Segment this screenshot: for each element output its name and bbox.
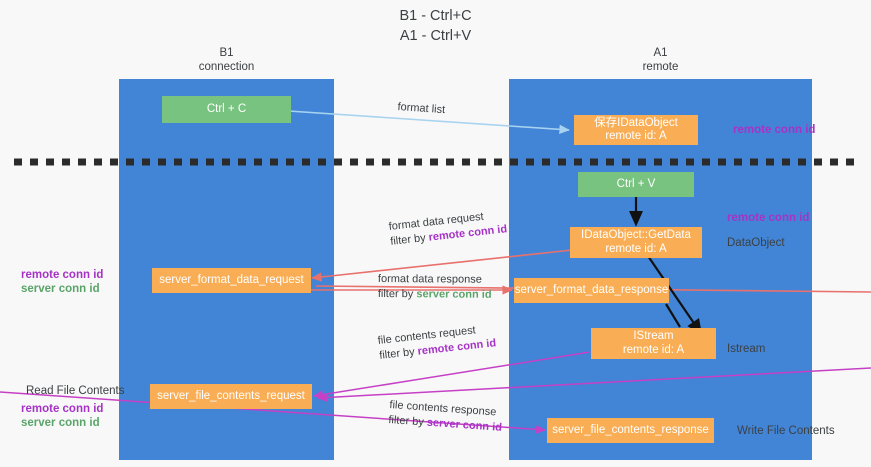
box-ctrl-c[interactable]: Ctrl + C: [162, 96, 291, 123]
note-right-write-file-contents: Write File Contents: [737, 425, 835, 437]
fcres-l2-prefix: filter by: [388, 413, 428, 429]
box-server-format-data-response[interactable]: server_format_data_response: [514, 278, 669, 303]
box-istream-line2: remote id: A: [622, 343, 685, 356]
arrow-istream-connector: [665, 303, 681, 328]
box-file-resp-label: server_file_contents_response: [552, 423, 709, 436]
fdres-l2-key: server conn id: [416, 288, 492, 301]
box-fmt-resp-label: server_format_data_response: [514, 283, 669, 296]
note-left-remote-conn-id: remote conn id: [21, 269, 104, 281]
fdres-l1: format data response: [377, 272, 482, 286]
arrow-file-contents-response: [0, 391, 546, 434]
note-right-remote-conn-id-top: remote conn id: [733, 124, 816, 136]
note-right-remote-conn-id-mid: remote conn id: [727, 212, 810, 224]
box-save-idataobject[interactable]: 保存IDataObject remote id: A: [574, 115, 698, 145]
box-save-idataobject-line2: remote id: A: [605, 130, 667, 142]
arrow-label-format-data-response: format data response filter by server co…: [378, 272, 492, 303]
note-left-remote-conn-id-2: remote conn id: [21, 403, 104, 415]
box-save-idataobject-line1: 保存IDataObject: [594, 116, 678, 129]
box-getdata-line2: remote id: A: [605, 242, 667, 255]
box-fmt-req-label: server_format_data_request: [159, 273, 304, 286]
box-ctrl-v-label: Ctrl + V: [616, 177, 656, 190]
fcres-l2-key: server conn id: [426, 416, 503, 434]
box-file-req-label: server_file_contents_request: [157, 389, 305, 402]
box-server-format-data-request[interactable]: server_format_data_request: [152, 268, 311, 293]
arrow-label-format-list-text: format list: [397, 100, 446, 117]
fdres-l2-prefix: filter by: [377, 287, 417, 301]
box-server-file-contents-request[interactable]: server_file_contents_request: [150, 384, 312, 409]
lane-a1-heading: A1 remote: [642, 47, 679, 73]
fdreq-l2-prefix: filter by: [389, 231, 430, 248]
diagram-title: B1 - Ctrl+C A1 - Ctrl+V: [399, 8, 472, 44]
arrow-label-format-list: format list: [397, 100, 446, 118]
note-left-server-conn-id: server conn id: [21, 283, 100, 295]
box-istream[interactable]: IStream remote id: A: [591, 328, 716, 359]
box-server-file-contents-response[interactable]: server_file_contents_response: [547, 418, 714, 443]
arrow-file-contents-request: [313, 351, 591, 399]
note-right-istream: Istream: [727, 343, 766, 355]
box-getdata-line1: IDataObject::GetData: [581, 229, 691, 241]
note-right-dataobject: DataObject: [727, 237, 785, 249]
arrow-getdata-to-istream: [647, 255, 703, 336]
arrow-file-contents-request-2: [317, 367, 871, 402]
note-left-read-file-contents: Read File Contents: [26, 385, 125, 397]
fcreq-l2-prefix: filter by: [378, 345, 419, 362]
box-idataobject-getdata[interactable]: IDataObject::GetData remote id: A: [570, 227, 702, 258]
box-ctrl-v[interactable]: Ctrl + V: [578, 172, 694, 197]
arrow-format-data-request: [311, 249, 573, 282]
note-left-server-conn-id-2: server conn id: [21, 417, 100, 429]
box-ctrl-c-label: Ctrl + C: [206, 102, 247, 115]
box-istream-line1: IStream: [633, 330, 674, 342]
arrow-format-list: [273, 109, 570, 134]
lane-b1-heading: B1 connection: [198, 47, 255, 73]
